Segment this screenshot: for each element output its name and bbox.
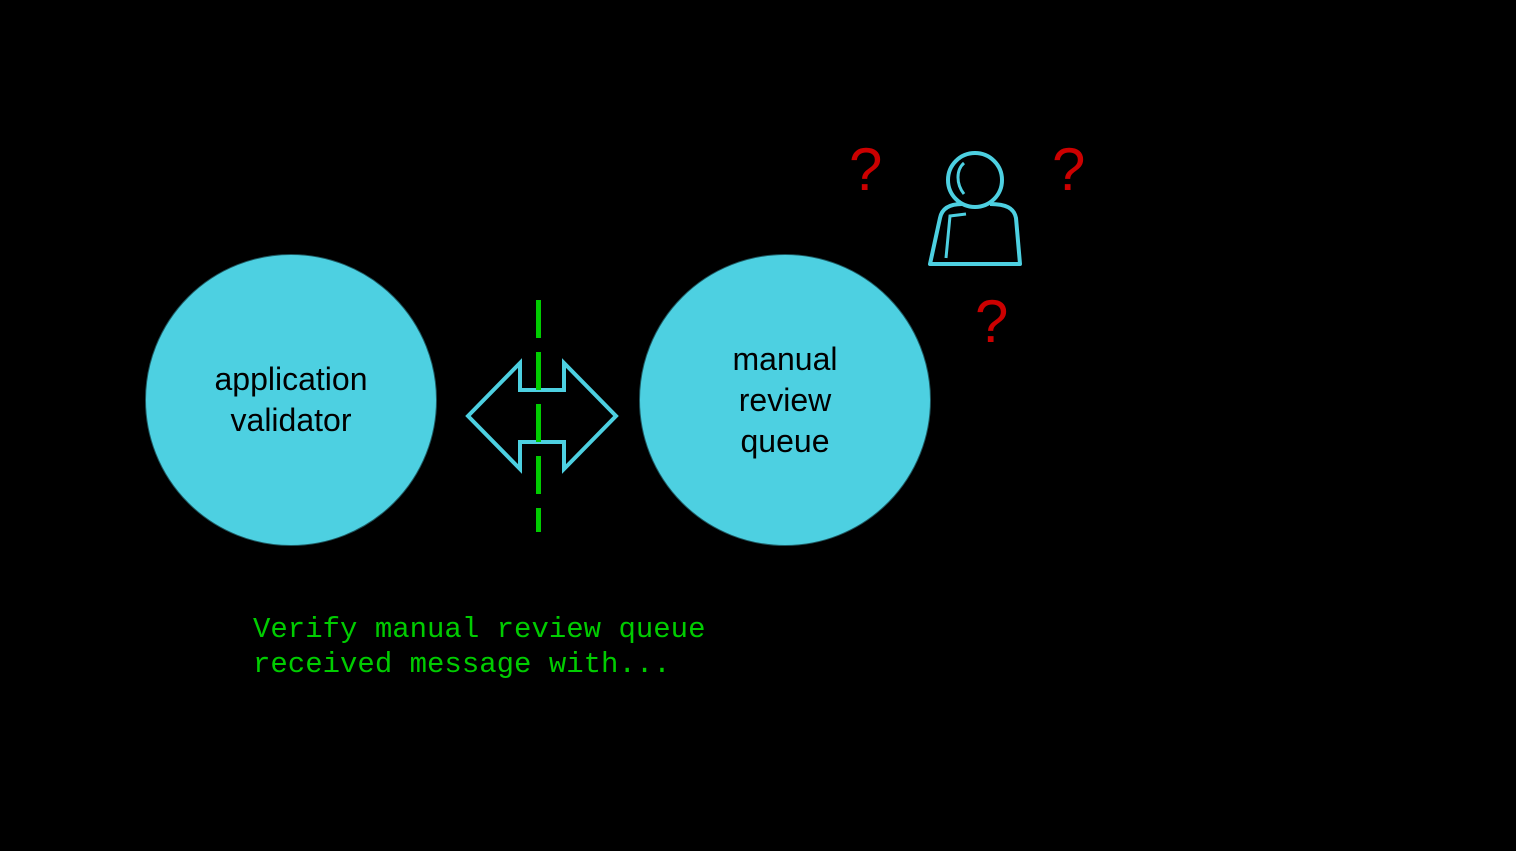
application-validator-node: application validator: [145, 254, 437, 546]
bidirectional-arrow-connector: [465, 300, 619, 532]
application-validator-label: application validator: [214, 361, 368, 438]
question-mark-left: ?: [849, 136, 883, 203]
person-icon: [928, 151, 1022, 266]
double-arrow-icon: [465, 358, 619, 474]
verification-caption: Verify manual review queue received mess…: [253, 613, 706, 681]
question-mark-bottom: ?: [975, 288, 1009, 355]
manual-review-queue-label: manual review queue: [732, 340, 838, 459]
manual-review-queue-node: manual review queue: [639, 254, 931, 546]
question-mark-right: ?: [1052, 136, 1086, 203]
